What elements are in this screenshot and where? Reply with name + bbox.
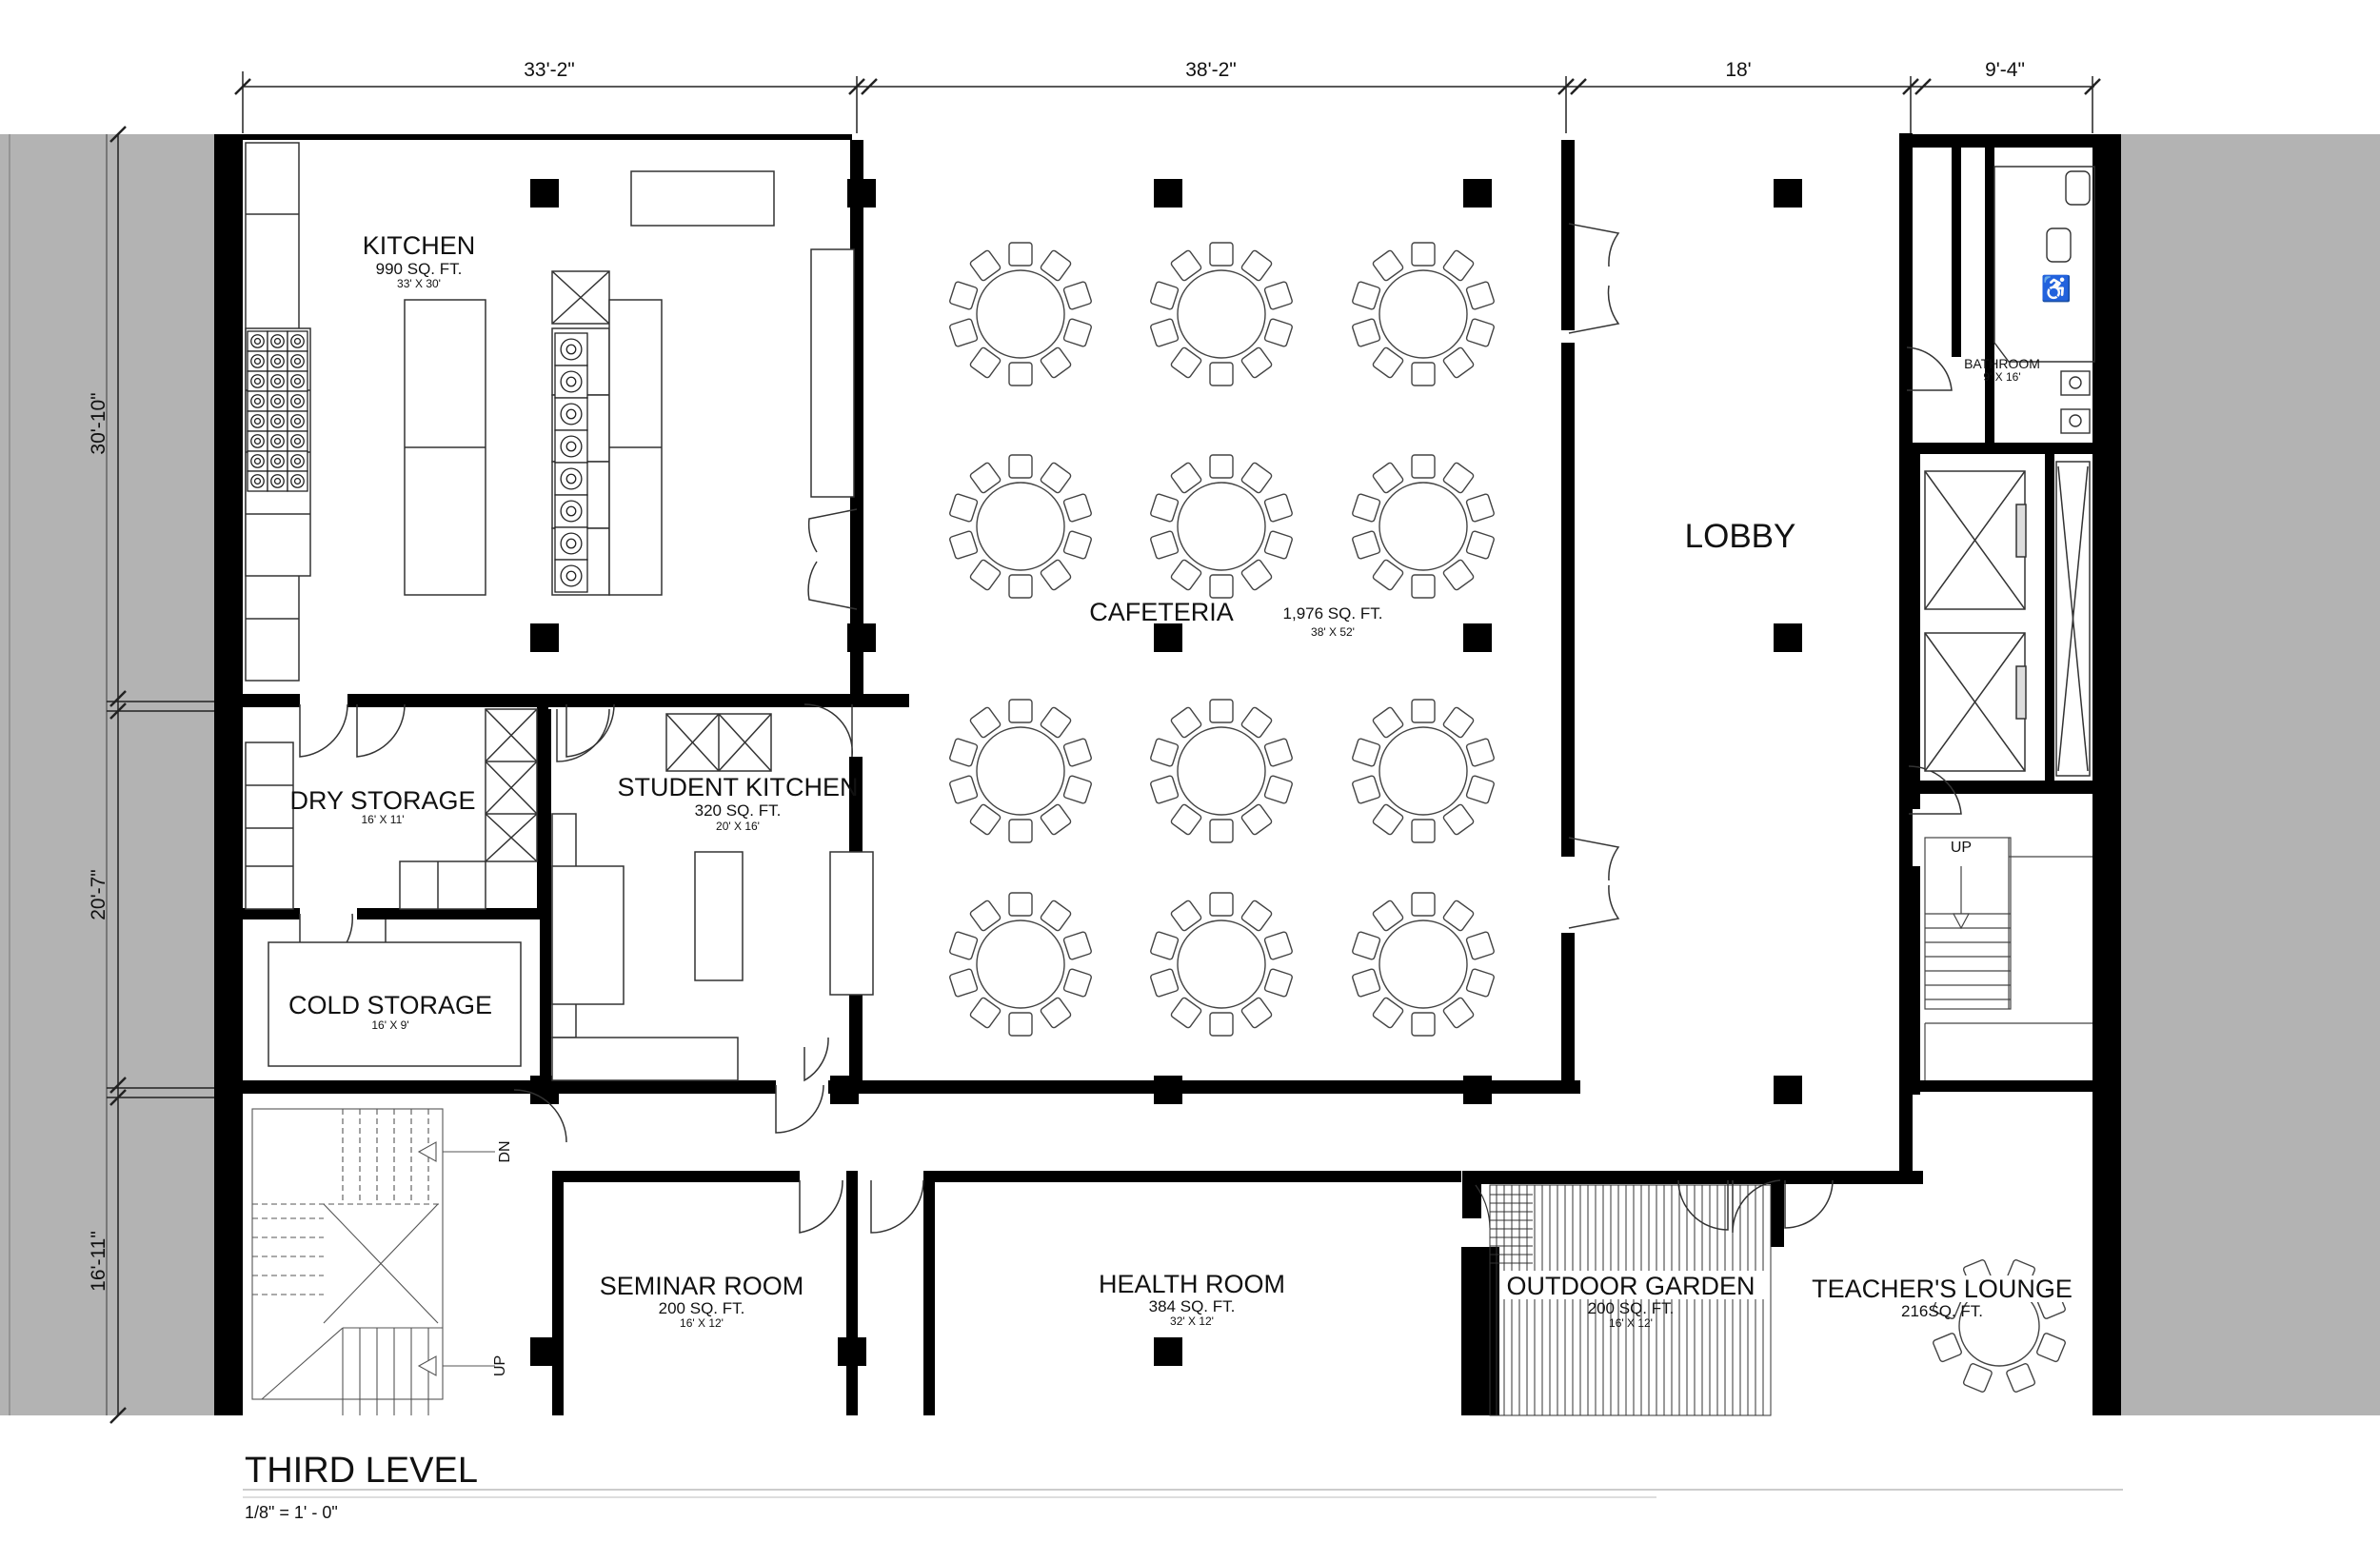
round-table-icon <box>1150 892 1293 1037</box>
kitchen-equipment <box>245 142 855 682</box>
stair-up-label-east: UP <box>1951 840 1972 856</box>
kitchen-label: KITCHEN <box>363 231 476 260</box>
bathroom-label: BATHROOM <box>1964 356 2040 371</box>
round-table-icon <box>1352 892 1495 1037</box>
cafeteria-tables <box>949 242 1495 1037</box>
cafeteria-label: CAFETERIA <box>1089 598 1234 626</box>
west-stair <box>251 1108 495 1415</box>
adjacent-building-east <box>2121 134 2380 1415</box>
round-table-icon <box>1150 699 1293 843</box>
round-table-icon <box>949 892 1092 1037</box>
bathroom-size: 9' X 16' <box>1983 370 2020 384</box>
dimension-top-4: 9'-4" <box>1985 59 2025 81</box>
teachers-lounge-area: 216SQ. FT. <box>1901 1302 1983 1320</box>
dry-storage-label: DRY STORAGE <box>289 786 475 815</box>
round-table-icon <box>949 699 1092 843</box>
teachers-lounge-label: TEACHER'S LOUNGE <box>1812 1275 2073 1303</box>
cafeteria-size: 38' X 52' <box>1311 625 1355 639</box>
dry-storage-size: 16' X 11' <box>361 813 404 826</box>
outdoor-garden-size: 16' X 12' <box>1609 1316 1653 1330</box>
stair-down-label-west: DN <box>497 1140 513 1162</box>
health-room-size: 32' X 12' <box>1170 1315 1214 1328</box>
round-table-icon <box>1150 242 1293 386</box>
plan-title: THIRD LEVEL <box>245 1451 478 1491</box>
door-swings <box>299 223 1962 1234</box>
elevator-icon <box>1924 461 2091 777</box>
dimension-top-1: 33'-2" <box>524 59 575 81</box>
bathroom-fixtures <box>1993 166 2095 434</box>
dimension-top-3: 18' <box>1725 59 1751 81</box>
lounge-label-bg <box>1799 1275 2085 1302</box>
health-room-area: 384 SQ. FT. <box>1149 1297 1236 1315</box>
student-kitchen-size: 20' X 16' <box>716 820 760 833</box>
kitchen-size: 33' X 30' <box>397 277 441 290</box>
lobby-label: LOBBY <box>1685 518 1796 555</box>
outdoor-garden-area: 200 SQ. FT. <box>1588 1299 1675 1317</box>
dimension-top-2: 38'-2" <box>1185 59 1237 81</box>
dimension-left-1: 30'-10" <box>88 392 109 454</box>
dimension-left-3: 16'-11" <box>88 1231 109 1292</box>
cold-storage-label: COLD STORAGE <box>288 991 492 1019</box>
cold-storage-size: 16' X 9' <box>371 1018 408 1032</box>
east-stair <box>1924 837 2092 1080</box>
wheelchair-accessible-icon: ♿ <box>2041 274 2072 303</box>
student-kitchen-area: 320 SQ. FT. <box>695 801 782 820</box>
seminar-room-size: 16' X 12' <box>680 1316 724 1330</box>
seminar-room-label: SEMINAR ROOM <box>600 1272 804 1300</box>
storage-fixtures <box>245 708 874 1081</box>
health-room-label: HEALTH ROOM <box>1099 1270 1285 1298</box>
cafeteria-area: 1,976 SQ. FT. <box>1283 604 1383 623</box>
outdoor-garden-label: OUTDOOR GARDEN <box>1506 1272 1755 1300</box>
round-table-icon <box>1352 699 1495 843</box>
round-table-icon <box>949 454 1092 599</box>
dimension-lines <box>107 71 2101 1424</box>
round-table-icon <box>949 242 1092 386</box>
seminar-room-area: 200 SQ. FT. <box>659 1299 745 1317</box>
garden-label-bg <box>1499 1271 1766 1299</box>
outdoor-garden-deck <box>1489 1184 1772 1416</box>
stair-up-label-west: UP <box>492 1355 508 1376</box>
round-table-icon <box>1150 454 1293 599</box>
structural-columns <box>530 179 1802 1366</box>
plan-scale: 1/8" = 1' - 0" <box>245 1503 338 1522</box>
round-table-icon <box>1352 454 1495 599</box>
kitchen-area: 990 SQ. FT. <box>376 260 463 278</box>
round-table-icon <box>1352 242 1495 386</box>
student-kitchen-label: STUDENT KITCHEN <box>617 773 858 801</box>
dimension-left-2: 20'-7" <box>88 869 109 920</box>
interior-walls <box>243 133 2121 1415</box>
